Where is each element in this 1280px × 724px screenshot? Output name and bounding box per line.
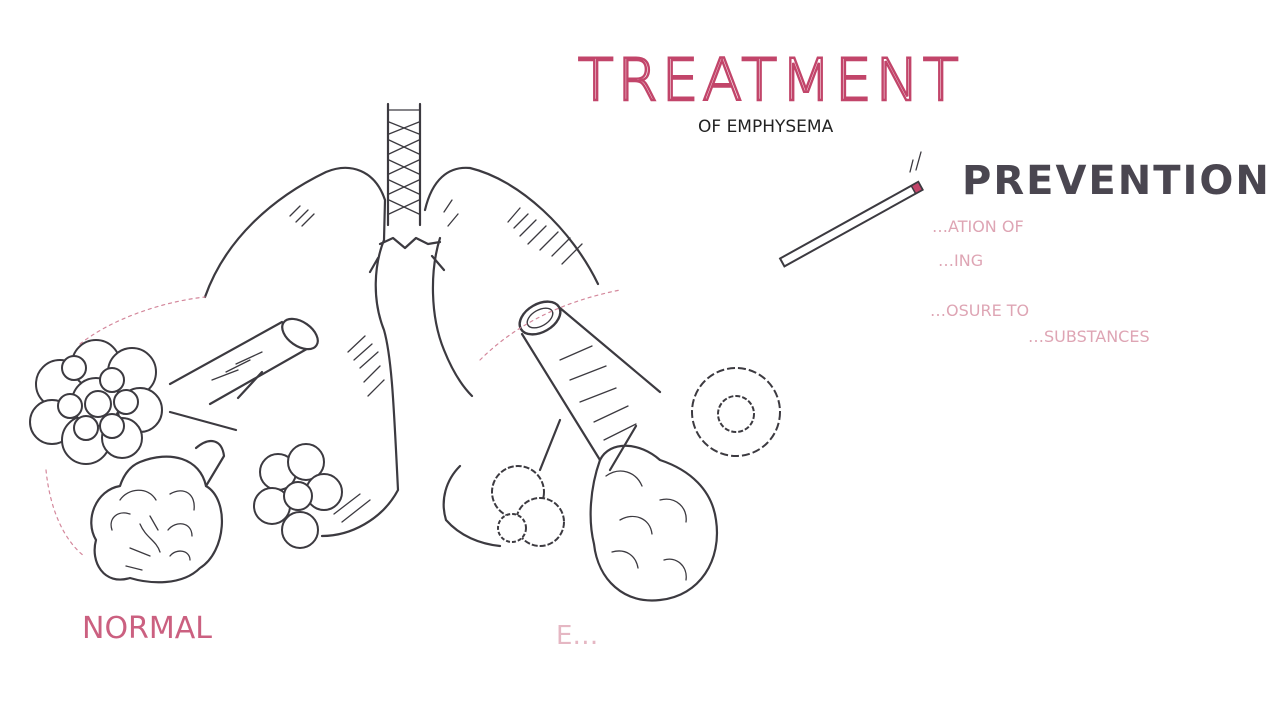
cigarette-icon — [778, 180, 924, 268]
small-alveoli-cluster — [253, 443, 343, 549]
page-subtitle: OF EMPHYSEMA — [698, 117, 834, 137]
emphysema-sac — [589, 444, 719, 602]
left-bronchus — [168, 317, 319, 432]
normal-label: NORMAL — [82, 611, 212, 646]
page-title: TREATMENT — [578, 46, 962, 114]
prevention-heading: PREVENTION — [962, 158, 1271, 204]
trachea — [368, 102, 446, 274]
note-line-1: …ATION OF — [932, 217, 1024, 236]
note-line-3: …OSURE TO — [930, 301, 1029, 320]
smoke-icon — [909, 151, 922, 173]
lobule-cross-section — [90, 439, 226, 584]
right-bronchus — [518, 300, 662, 472]
emphysema-label: E… — [556, 621, 598, 651]
guide-arc-left-lower — [45, 469, 85, 557]
note-line-4: …SUBSTANCES — [1028, 327, 1150, 346]
normal-alveoli-cluster — [29, 339, 163, 465]
emphysema-alveoli-cluster — [491, 367, 781, 547]
right-lung — [423, 166, 600, 548]
prevention-notes: …ATION OF …ING …OSURE TO …SUBSTANCES — [930, 217, 1150, 346]
note-line-2: …ING — [938, 251, 983, 270]
guide-arc-left — [79, 296, 206, 345]
left-lung — [203, 166, 400, 538]
guide-arc-right — [479, 289, 621, 361]
